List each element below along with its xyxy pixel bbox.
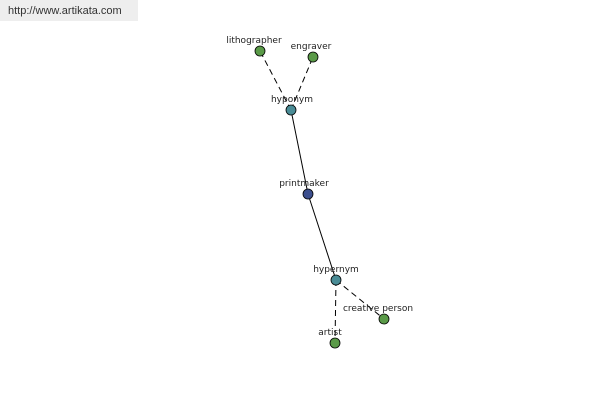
- node-hypernym-dot[interactable]: [330, 274, 342, 286]
- edge-printmaker-hyponym: [290, 109, 309, 195]
- site-url-banner[interactable]: http://www.artikata.com: [0, 0, 138, 21]
- node-artist-label: artist: [318, 328, 342, 338]
- node-lithographer[interactable]: lithographer: [226, 36, 282, 57]
- node-artist[interactable]: artist: [318, 328, 342, 349]
- node-hypernym[interactable]: hypernym: [313, 265, 359, 286]
- node-hypernym-label: hypernym: [313, 265, 359, 275]
- node-printmaker[interactable]: printmaker: [279, 179, 329, 200]
- node-hyponym-dot[interactable]: [285, 104, 297, 116]
- node-hyponym-label: hyponym: [271, 95, 313, 105]
- node-creative-person-label: creative person: [343, 304, 413, 314]
- edge-hyponym-lithographer: [259, 50, 292, 111]
- node-printmaker-dot[interactable]: [302, 188, 314, 200]
- node-creative-person[interactable]: creative person: [343, 304, 413, 325]
- edge-hypernym-creative-person: [335, 279, 385, 320]
- node-artist-dot[interactable]: [329, 337, 341, 349]
- edge-hypernym-artist: [334, 279, 337, 344]
- node-hyponym[interactable]: hyponym: [271, 95, 313, 116]
- node-lithographer-label: lithographer: [226, 36, 282, 46]
- node-engraver-dot[interactable]: [307, 51, 319, 63]
- node-engraver[interactable]: engraver: [291, 42, 332, 63]
- node-lithographer-dot[interactable]: [254, 45, 266, 57]
- node-creative-person-dot[interactable]: [378, 313, 390, 325]
- node-printmaker-label: printmaker: [279, 179, 329, 189]
- edge-printmaker-hypernym: [307, 193, 337, 281]
- node-engraver-label: engraver: [291, 42, 332, 52]
